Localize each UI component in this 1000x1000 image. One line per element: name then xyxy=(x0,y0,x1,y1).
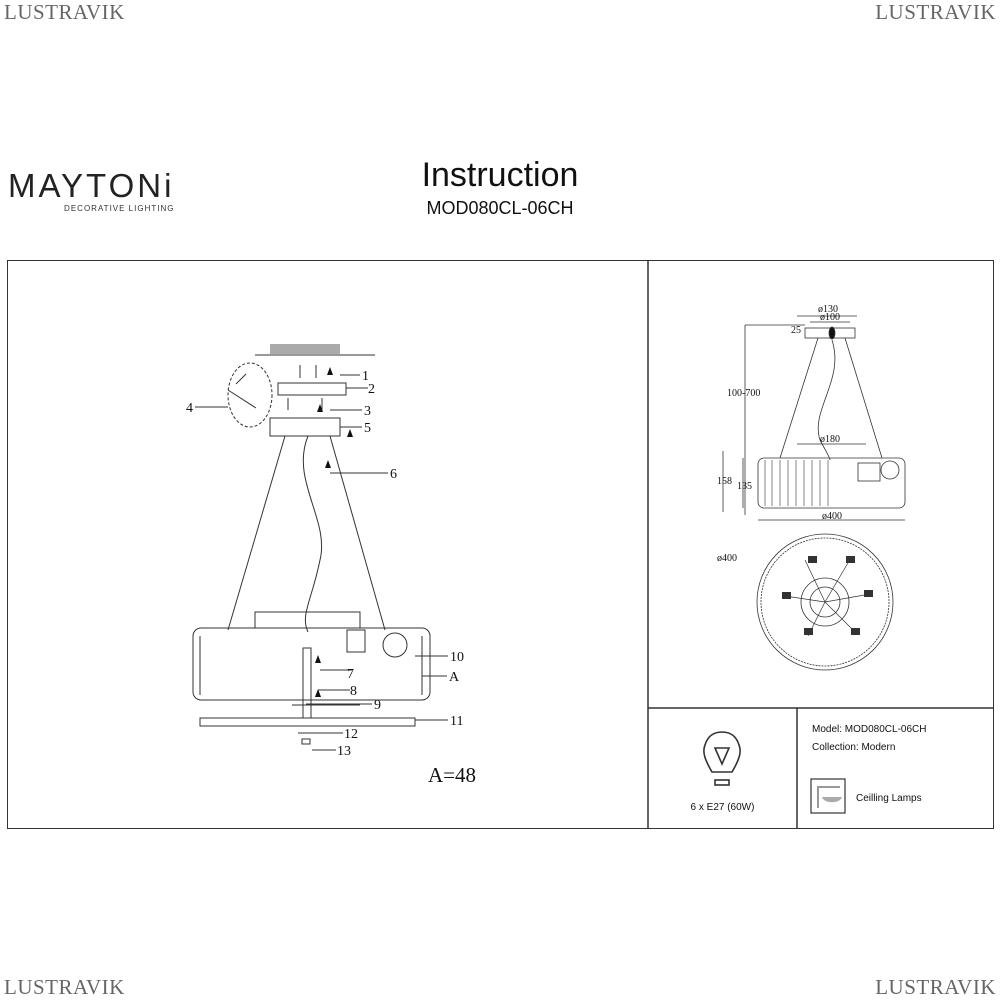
watermark-top-left: LUSTRAVIK xyxy=(4,0,125,24)
page-title: Instruction xyxy=(421,156,579,194)
dimension-drawing xyxy=(722,315,906,671)
bulb-spec: 6 x E27 (60W) xyxy=(690,802,755,813)
part-label-10: 10 xyxy=(450,650,464,665)
dim-d100: ø100 xyxy=(820,312,840,323)
part-label-a: A xyxy=(449,670,460,685)
part-label-3: 3 xyxy=(364,404,371,419)
part-label-13: 13 xyxy=(337,744,351,759)
part-label-7: 7 xyxy=(347,667,354,682)
part-label-8: 8 xyxy=(350,684,357,699)
part-label-12: 12 xyxy=(344,727,358,742)
spec-model: Model: MOD080CL-06CH xyxy=(812,724,927,735)
instruction-frame xyxy=(7,260,994,829)
brand-tagline: DECORATIVE LIGHTING xyxy=(64,204,175,213)
note-a48: A=48 xyxy=(428,763,476,787)
ceiling-lamp-icon xyxy=(810,778,846,814)
dim-h25: 25 xyxy=(791,325,801,336)
part-label-5: 5 xyxy=(364,421,371,436)
dim-d180: ø180 xyxy=(820,434,840,445)
part-label-1: 1 xyxy=(362,369,369,384)
part-label-6: 6 xyxy=(390,467,397,482)
bulb-icon xyxy=(703,731,741,786)
spec-category: Ceilling Lamps xyxy=(856,793,922,804)
model-code: MOD080CL-06CH xyxy=(426,198,574,218)
watermark-top-right: LUSTRAVIK xyxy=(875,0,996,24)
dim-d400-top: ø400 xyxy=(717,553,737,564)
part-label-2: 2 xyxy=(368,382,375,397)
dim-d130: ø130 xyxy=(818,304,838,315)
dim-h158: 158 xyxy=(717,476,732,487)
dim-h135: 135 xyxy=(737,481,752,492)
brand-logo: MAYTONi DECORATIVE LIGHTING xyxy=(8,167,175,214)
part-label-4: 4 xyxy=(186,401,193,416)
watermark-bottom-left: LUSTRAVIK xyxy=(4,975,125,999)
watermark-bottom-right: LUSTRAVIK xyxy=(875,975,996,999)
spec-collection: Collection: Modern xyxy=(812,742,896,753)
dim-d400: ø400 xyxy=(822,511,842,522)
assembly-drawing xyxy=(192,344,448,751)
brand-name: MAYTONi xyxy=(8,167,175,204)
part-label-11: 11 xyxy=(450,714,463,729)
dim-height-range: 100-700 xyxy=(727,388,760,399)
part-label-9: 9 xyxy=(374,698,381,713)
